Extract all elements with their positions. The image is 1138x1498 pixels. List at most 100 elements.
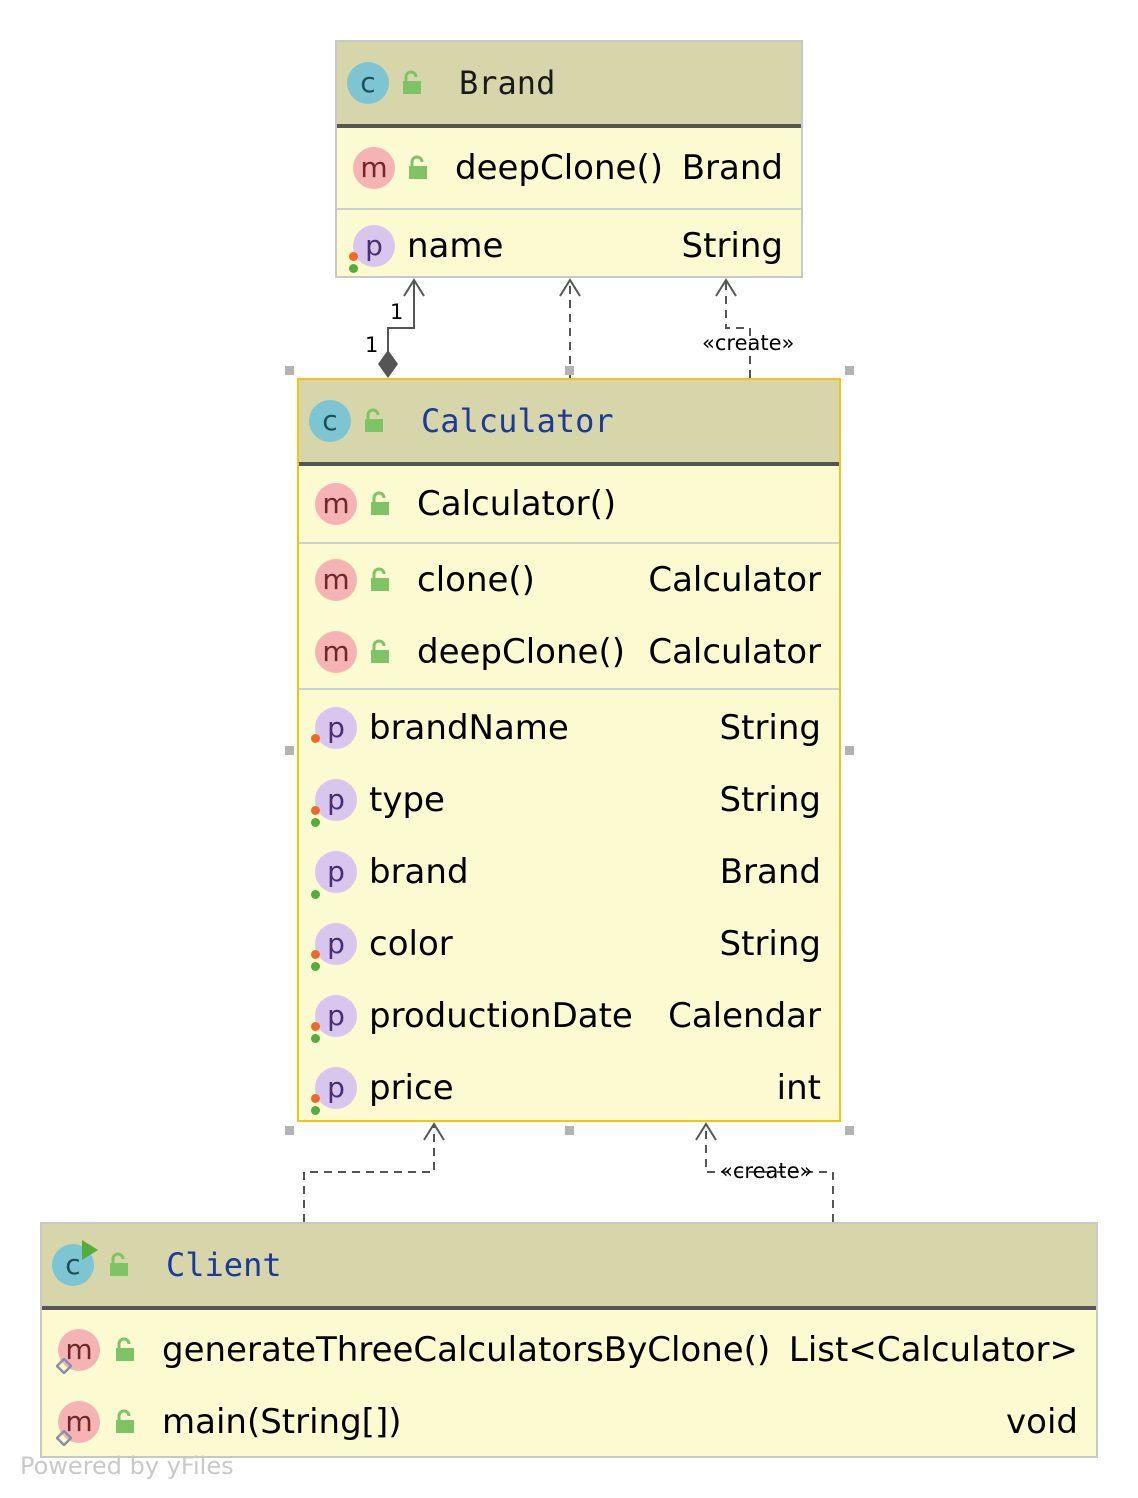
method-icon: m bbox=[58, 1401, 100, 1443]
member-type: int bbox=[776, 1068, 821, 1108]
selection-handle[interactable] bbox=[845, 366, 854, 375]
member-type: String bbox=[719, 924, 821, 964]
property-icon: p bbox=[353, 225, 395, 267]
member-row[interactable]: p brand Brand bbox=[299, 836, 839, 908]
member-type: void bbox=[1006, 1402, 1078, 1442]
static-marker-icon bbox=[56, 1358, 72, 1374]
property-icon: p bbox=[315, 707, 357, 749]
class-title[interactable]: Calculator bbox=[421, 402, 614, 440]
lock-icon bbox=[403, 70, 421, 94]
member-row[interactable]: m deepClone() Calculator bbox=[299, 616, 839, 688]
constructors-section: m Calculator() bbox=[299, 466, 839, 544]
methods-section: m generateThreeCalculatorsByClone() List… bbox=[42, 1310, 1096, 1458]
class-title: Brand bbox=[459, 64, 556, 102]
create-edge-top bbox=[725, 280, 751, 378]
methods-section: m clone() Calculator m deepClone() Calcu… bbox=[299, 544, 839, 690]
member-row[interactable]: m Calculator() bbox=[299, 468, 839, 540]
member-type: Brand bbox=[681, 148, 783, 188]
run-icon bbox=[82, 1240, 98, 1260]
class-title[interactable]: Client bbox=[166, 1246, 282, 1284]
member-name: name bbox=[407, 226, 504, 266]
getter-marker-icon bbox=[311, 962, 320, 971]
lock-icon bbox=[371, 639, 389, 663]
class-header[interactable]: c Calculator bbox=[299, 380, 839, 466]
member-row[interactable]: m generateThreeCalculatorsByClone() List… bbox=[42, 1314, 1096, 1386]
create-label-top: «create» bbox=[702, 331, 795, 355]
method-icon: m bbox=[315, 559, 357, 601]
lock-icon bbox=[116, 1409, 134, 1433]
selection-handle[interactable] bbox=[565, 366, 574, 375]
member-name: brandName bbox=[369, 708, 569, 748]
methods-section: m deepClone() Brand bbox=[337, 128, 801, 210]
method-icon: m bbox=[315, 483, 357, 525]
class-header[interactable]: c Client bbox=[42, 1224, 1096, 1310]
selection-handle[interactable] bbox=[285, 1126, 294, 1135]
selection-handle[interactable] bbox=[845, 1126, 854, 1135]
class-header[interactable]: c Brand bbox=[337, 42, 801, 128]
member-name: price bbox=[369, 1068, 454, 1108]
property-icon: p bbox=[315, 995, 357, 1037]
member-type: Calculator bbox=[648, 632, 821, 672]
member-type: String bbox=[719, 780, 821, 820]
member-type: Calculator bbox=[648, 560, 821, 600]
getter-marker-icon bbox=[311, 890, 320, 899]
composition-arrowhead bbox=[403, 278, 425, 297]
class-calculator[interactable]: c Calculator m Calculator() m clone() Ca… bbox=[297, 378, 841, 1122]
selection-handle[interactable] bbox=[845, 746, 854, 755]
lock-icon bbox=[365, 408, 383, 432]
static-marker-icon bbox=[56, 1430, 72, 1446]
lock-icon bbox=[110, 1252, 128, 1276]
method-icon: m bbox=[353, 147, 395, 189]
composition-diamond bbox=[378, 350, 398, 378]
member-row[interactable]: p brandName String bbox=[299, 692, 839, 764]
member-row[interactable]: p name String bbox=[337, 210, 801, 282]
member-name: Calculator() bbox=[417, 484, 617, 524]
member-row[interactable]: m deepClone() Brand bbox=[337, 132, 801, 204]
selection-handle[interactable] bbox=[285, 366, 294, 375]
member-name: main(String[]) bbox=[162, 1402, 402, 1442]
member-row[interactable]: m clone() Calculator bbox=[299, 544, 839, 616]
class-client[interactable]: c Client m generateThreeCalculatorsByClo… bbox=[40, 1222, 1098, 1458]
member-row[interactable]: m main(String[]) void bbox=[42, 1386, 1096, 1458]
composition-target-multiplicity: 1 bbox=[390, 300, 404, 324]
field-marker-icon bbox=[311, 1022, 320, 1031]
class-icon: c bbox=[347, 62, 389, 104]
create-arrowhead-top bbox=[715, 278, 737, 297]
class-icon: c bbox=[309, 400, 351, 442]
property-icon: p bbox=[315, 1067, 357, 1109]
member-name: brand bbox=[369, 852, 469, 892]
lock-icon bbox=[371, 567, 389, 591]
field-marker-icon bbox=[311, 734, 320, 743]
getter-marker-icon bbox=[311, 1106, 320, 1115]
getter-marker-icon bbox=[311, 1034, 320, 1043]
watermark: Powered by yFiles bbox=[20, 1452, 234, 1480]
lock-icon bbox=[116, 1337, 134, 1361]
member-row[interactable]: p price int bbox=[299, 1052, 839, 1124]
client-dependency-arrowhead bbox=[423, 1122, 445, 1141]
property-icon: p bbox=[315, 923, 357, 965]
getter-marker-icon bbox=[311, 818, 320, 827]
field-marker-icon bbox=[311, 806, 320, 815]
lock-icon bbox=[409, 155, 427, 179]
member-type: List<Calculator> bbox=[788, 1330, 1078, 1370]
member-type: String bbox=[681, 226, 783, 266]
method-icon: m bbox=[58, 1329, 100, 1371]
member-row[interactable]: p color String bbox=[299, 908, 839, 980]
field-marker-icon bbox=[311, 1094, 320, 1103]
member-name: clone() bbox=[417, 560, 535, 600]
class-brand[interactable]: c Brand m deepClone() Brand p name Strin… bbox=[335, 40, 803, 278]
member-row[interactable]: p type String bbox=[299, 764, 839, 836]
selection-handle[interactable] bbox=[565, 1126, 574, 1135]
selection-handle[interactable] bbox=[285, 746, 294, 755]
member-name: deepClone() bbox=[417, 632, 625, 672]
lock-icon bbox=[371, 491, 389, 515]
properties-section: p brandName String p type String p brand… bbox=[299, 690, 839, 1124]
member-type: Calendar bbox=[668, 996, 821, 1036]
member-name: generateThreeCalculatorsByClone() bbox=[162, 1330, 771, 1370]
member-row[interactable]: p productionDate Calendar bbox=[299, 980, 839, 1052]
member-type: Brand bbox=[719, 852, 821, 892]
getter-marker-icon bbox=[349, 264, 358, 273]
client-dependency-edge bbox=[303, 1124, 435, 1222]
composition-source-multiplicity: 1 bbox=[365, 333, 379, 357]
member-name: productionDate bbox=[369, 996, 633, 1036]
